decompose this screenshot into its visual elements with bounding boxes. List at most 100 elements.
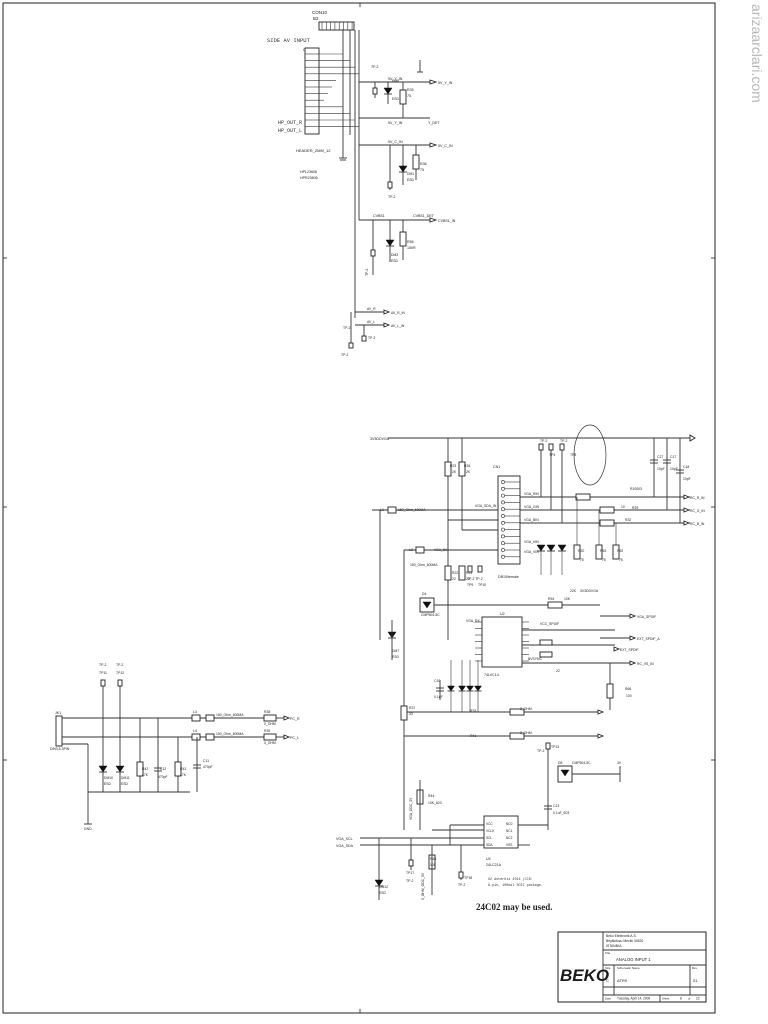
esd-diode-array <box>536 544 567 575</box>
tp-label: TP-2 <box>343 326 350 330</box>
company-addr2: ISTANBUL <box>606 944 622 948</box>
offpage-connector <box>383 322 391 328</box>
db15-pin <box>501 514 505 518</box>
vcc-spdif: VCC_SPDIF <box>540 622 559 626</box>
lower-esd-diode <box>447 685 455 692</box>
hp-out-r-label: HP_OUT_R <box>278 120 302 126</box>
net-cvbs1-label: CVBS1 <box>373 214 385 218</box>
tp13-label: TP13 <box>551 745 559 749</box>
dm1-esd: ESD <box>407 178 415 182</box>
u4-pin-right-label: NC1 <box>506 829 513 833</box>
r21-label: R21 <box>466 571 472 575</box>
db15-pin <box>501 527 505 532</box>
u4-pin-right-label: NC2 <box>506 836 513 840</box>
vga-vin: VGA_VIN <box>524 550 539 554</box>
resistor-rgb <box>599 506 615 514</box>
db15-pin <box>501 548 505 552</box>
u4-pin-right-label: NC0 <box>506 822 513 826</box>
esd-diode-dm1 <box>398 165 408 173</box>
r56-label: R56 <box>407 240 414 244</box>
lower-esd-diode <box>474 685 482 692</box>
offpage-connector <box>429 217 438 223</box>
resistor-r21 <box>458 565 466 581</box>
rc-g-label: RC_G_IN <box>690 509 705 513</box>
u4-pin-left-label: SCL <box>486 836 492 840</box>
rc-vs-label: RC_VS_IN <box>637 662 654 666</box>
lower-esd-diodes <box>447 660 482 712</box>
con10-ref2: B2 <box>313 16 319 21</box>
c27-value: 10pF <box>657 467 665 471</box>
tp-pad <box>370 249 376 257</box>
side-av-input-section: CON10 B2 SIDE AV INPUT CON1 HEADER_2MM_1… <box>267 10 456 357</box>
rev-value: 01 <box>693 978 698 983</box>
pc-audio-section: JK1 DIN3.5-3PIN GND L3 150_Ohm_600MA L4 … <box>50 663 300 831</box>
net-cvbs1-det: CVBS1_DET <box>413 214 435 218</box>
c27-label: C27 <box>657 455 663 459</box>
tp-pair-label: TP-2 TP-2 <box>467 577 483 581</box>
tp17-label: TP17 <box>406 871 414 875</box>
tp-pad <box>538 443 544 451</box>
hp-out-l-label: HP_OUT_L <box>278 128 302 134</box>
r44-label: R44 <box>428 794 434 798</box>
net-av-l-label: AV_L <box>367 320 375 324</box>
net-vcc: VGA_DDC_5V <box>409 797 413 820</box>
inductor-l1 <box>387 506 397 514</box>
u4-pin-left-label: SDA <box>486 843 493 847</box>
r38-value: 0_OHM <box>264 722 276 726</box>
offpage-connector <box>283 734 291 740</box>
tp-label: TP-2 <box>365 269 369 276</box>
vga-hin: VGA_HIN <box>524 540 539 544</box>
resistor-r41 <box>509 732 525 740</box>
sheet-border <box>2 2 716 1014</box>
vga-gin: VGA_GIN <box>524 505 540 509</box>
sheet-total: 22 <box>696 997 700 1001</box>
offpage-connector <box>429 79 438 85</box>
r39-label: R39 <box>264 729 270 733</box>
vsync-ext: EXT_SPDIF <box>620 648 638 652</box>
resistor-rgb <box>575 493 591 501</box>
title-caption: Title <box>605 951 611 955</box>
note-3v: 3V <box>617 761 622 765</box>
header-pins <box>305 53 319 127</box>
size-caption: Size <box>605 966 611 970</box>
db15-pins <box>501 480 520 559</box>
dm11-esd: ESD <box>121 782 129 786</box>
eeprom-note-big: 24C02 may be used. <box>476 902 553 912</box>
c10-value: 0.1uF <box>434 695 443 699</box>
offpage-connector <box>283 715 291 721</box>
resistor-r42 <box>136 761 144 777</box>
tp-a-label: TP-2 <box>406 879 413 883</box>
rev-caption: Rev <box>692 966 698 970</box>
dm11-label: DM11 <box>121 776 130 780</box>
l1-part: 150_Ohm_600MA <box>398 508 426 512</box>
con10-ref: CON10 <box>312 10 328 15</box>
r26-value: 2K <box>466 470 471 474</box>
tp-label: TP-2 <box>540 439 547 443</box>
dm7-esd: ESD <box>392 655 400 659</box>
r36-value: 75 <box>420 168 424 172</box>
inductor-l2 <box>415 546 425 554</box>
r-pull-label: R54 <box>548 597 554 601</box>
sheet-caption: Sheet <box>662 997 670 1001</box>
dm1-label: DM1 <box>407 172 414 176</box>
u4-eeprom <box>483 815 519 849</box>
r29-label: R29 <box>632 506 638 510</box>
dm12-label: DM12 <box>379 885 388 889</box>
esd-diode <box>557 544 567 552</box>
bvsync-label: BVSYNC <box>528 657 542 661</box>
db15-pin <box>501 486 505 491</box>
resistor-rgb <box>599 519 615 527</box>
sheet-number: 8 <box>680 997 682 1001</box>
inductor-l4-body <box>205 733 215 741</box>
r21-value: 22 <box>466 577 470 581</box>
r-pull-value: 10K <box>564 597 571 601</box>
resistor-small <box>539 639 553 646</box>
r20-label: R20 <box>578 549 584 553</box>
r-bead-label: R10003 <box>630 487 642 491</box>
dm12-esd: ESD <box>379 891 387 895</box>
tp-pad <box>477 565 483 573</box>
resistor-r43 <box>174 761 182 777</box>
title-block: BEKO Beko Elektronik A.S. Beylikduzu Mev… <box>557 931 707 1003</box>
